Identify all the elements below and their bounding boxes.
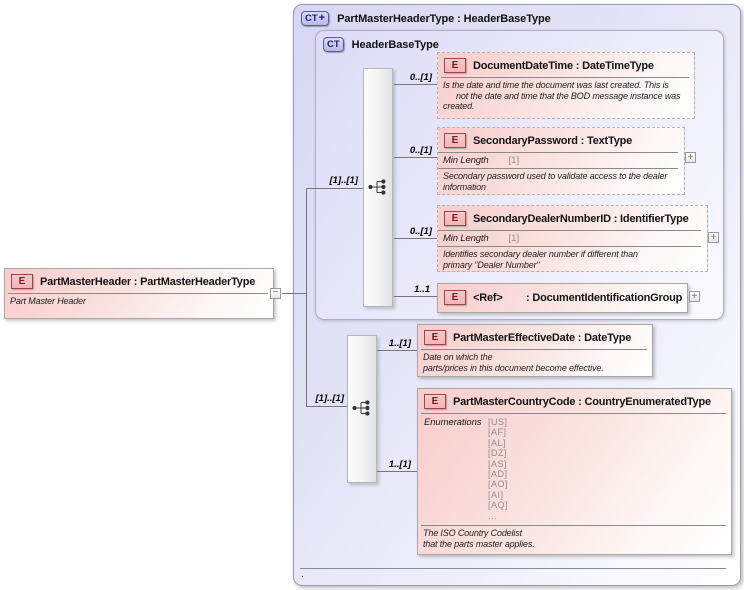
element-box-ref[interactable]: E <Ref> : DocumentIdentificationGroup <box>437 283 688 313</box>
cardinality-lower-group: [1]..[1] <box>315 393 345 404</box>
inner-type-titlerow: CT HeaderBaseType <box>316 31 723 52</box>
element-icon: E <box>444 133 466 148</box>
expand-button-secondarypassword[interactable]: + <box>685 152 696 163</box>
cardinality-secondarydealernumberid: 0..[1] <box>409 226 432 237</box>
divider <box>421 349 647 350</box>
cardinality-secondarypassword: 0..[1] <box>409 145 432 156</box>
enumerations-facet: Enumerations [US] [AF] [AL] [DZ] [AS] [A… <box>418 415 731 522</box>
complex-type-icon: CT <box>323 37 344 52</box>
sequence-bar-lower[interactable] <box>347 335 377 483</box>
outer-footer-text: . <box>301 569 304 580</box>
facet-value: [1] <box>508 155 520 166</box>
element-box-secondarydealernumberid[interactable]: E SecondaryDealerNumberID : IdentifierTy… <box>437 205 708 272</box>
ref-element-name: <Ref> <box>473 291 503 304</box>
connector-secondarydealernumberid <box>394 238 437 239</box>
element-icon: E <box>424 330 446 345</box>
cardinality-countrycode: 1..[1] <box>388 459 411 470</box>
cardinality-ref: 1..1 <box>414 284 430 295</box>
facet-label: Min Length <box>443 155 489 166</box>
connector-upper-group <box>306 188 363 189</box>
element-title: SecondaryPassword : TextType <box>473 134 633 147</box>
plus-icon: + <box>318 12 326 24</box>
outer-type-titlerow: CT+ PartMasterHeaderType : HeaderBaseTyp… <box>294 5 740 26</box>
element-annotation: The ISO Country Codelist that the parts … <box>423 528 535 549</box>
collapse-button[interactable]: − <box>270 288 281 299</box>
element-box-documentdatetime[interactable]: E DocumentDateTime : DateTimeType Is the… <box>437 52 695 119</box>
ref-element-type: : DocumentIdentificationGroup <box>526 291 683 304</box>
element-icon: E <box>444 58 466 73</box>
connector-secondarypassword <box>394 157 437 158</box>
element-box-partmastercountrycode[interactable]: E PartMasterCountryCode : CountryEnumera… <box>417 388 732 555</box>
expand-button-ref[interactable]: + <box>689 291 700 302</box>
connector-root <box>282 293 306 294</box>
divider <box>421 525 726 527</box>
connector-effectivedate <box>377 350 417 351</box>
element-box-partmasterheader[interactable]: E PartMasterHeader : PartMasterHeaderTyp… <box>4 268 274 319</box>
element-box-secondarypassword[interactable]: E SecondaryPassword : TextType Min Lengt… <box>437 127 685 195</box>
element-icon: E <box>444 290 466 305</box>
sequence-icon <box>352 400 370 416</box>
complex-type-derived-icon: CT+ <box>301 11 330 26</box>
cardinality-upper-group: [1]..[1] <box>329 175 359 186</box>
connector-lower-group <box>306 406 347 407</box>
element-icon: E <box>11 274 33 289</box>
outer-footer-separator <box>300 568 726 569</box>
divider <box>8 293 268 294</box>
enumeration-values: [US] [AF] [AL] [DZ] [AS] [AD] [AO] [AI] … <box>488 417 509 521</box>
expand-button-secondarydealernumberid[interactable]: + <box>708 232 719 243</box>
connector-documentdatetime <box>394 84 437 85</box>
root-element-annotation: Part Master Header <box>10 296 86 306</box>
element-title: DocumentDateTime : DateTimeType <box>473 59 654 72</box>
element-title: PartMasterCountryCode : CountryEnumerate… <box>453 395 711 408</box>
facet-row: Min Length [1] <box>438 230 701 247</box>
sequence-icon <box>368 179 386 195</box>
element-title: SecondaryDealerNumberID : IdentifierType <box>473 212 689 225</box>
cardinality-effectivedate: 1..[1] <box>388 338 411 349</box>
element-icon: E <box>424 394 446 409</box>
facet-value: [1] <box>508 233 520 244</box>
element-box-partmastereffectivedate[interactable]: E PartMasterEffectiveDate : DateType Dat… <box>417 324 653 377</box>
facet-label: Min Length <box>443 233 489 244</box>
root-element-title: PartMasterHeader : PartMasterHeaderType <box>40 275 256 288</box>
connector-ref <box>394 296 437 297</box>
connector-countrycode <box>377 471 417 472</box>
outer-type-title: PartMasterHeaderType : HeaderBaseType <box>337 12 551 25</box>
facet-label: Enumerations <box>424 417 482 428</box>
facet-row: Min Length [1] <box>438 152 678 169</box>
connector-trunk <box>306 188 307 407</box>
element-annotation: Identifies secondary dealer number if di… <box>443 249 638 270</box>
element-annotation: Is the date and time the document was la… <box>443 80 681 111</box>
divider <box>441 77 689 78</box>
cardinality-documentdatetime: 0..[1] <box>409 72 432 83</box>
divider <box>421 413 726 414</box>
element-icon: E <box>444 211 466 226</box>
element-title: PartMasterEffectiveDate : DateType <box>453 331 632 344</box>
element-annotation: Secondary password used to validate acce… <box>443 171 668 192</box>
element-annotation: Date on which the parts/prices in this d… <box>423 352 604 373</box>
inner-type-title: HeaderBaseType <box>351 38 439 51</box>
